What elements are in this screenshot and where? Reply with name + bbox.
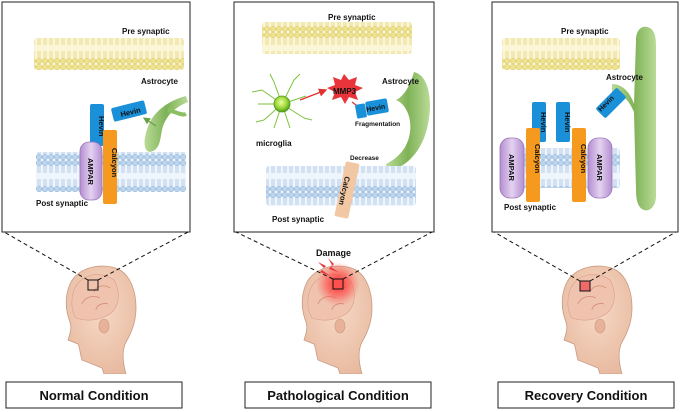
- calcyon-decreased: [334, 161, 360, 219]
- damage-label: Damage: [316, 248, 351, 258]
- condition-label-normal: Normal Condition: [5, 381, 183, 409]
- fragmentation-label: Fragmentation: [355, 121, 400, 128]
- zoom-line-left: [3, 231, 89, 281]
- astrocyte: [386, 72, 430, 172]
- focus-box: [87, 279, 99, 291]
- ampar-label: AMPAR: [86, 158, 95, 186]
- condition-normal-text: Normal Condition: [39, 388, 148, 403]
- decrease-label: Decrease: [350, 155, 379, 162]
- calcyon-right: [572, 128, 586, 202]
- microglia-label: microglia: [256, 139, 292, 148]
- zoom-line-right: [589, 231, 677, 282]
- condition-label-recovery: Recovery Condition: [497, 381, 675, 409]
- pre-synaptic-membrane: [262, 22, 412, 54]
- microglia-to-mmp3-arrow: [299, 88, 328, 101]
- hevin-label: Hevin: [366, 104, 386, 114]
- focus-box: [579, 280, 591, 292]
- mmp3-burst: [327, 74, 363, 104]
- hevin-b-label: Hevin: [563, 112, 572, 133]
- condition-pathological-text: Pathological Condition: [267, 388, 409, 403]
- panel-normal: Pre synaptic Astrocyte Hevin Hevin Post …: [1, 1, 191, 233]
- focus-box: [332, 278, 344, 290]
- astrocyte: [144, 96, 188, 152]
- condition-label-pathological: Pathological Condition: [244, 381, 432, 409]
- post-synaptic-label: Post synaptic: [36, 199, 89, 208]
- pre-synaptic-membrane: [502, 38, 620, 70]
- ampar-left-label: AMPAR: [507, 154, 516, 182]
- hevin-side: [596, 88, 626, 118]
- calcyon-right-label: Calcyon: [579, 144, 588, 174]
- astrocyte-label: Astrocyte: [606, 73, 643, 82]
- ampar-right-label: AMPAR: [595, 154, 604, 182]
- head-recovery: [493, 231, 677, 374]
- pre-synaptic-label: Pre synaptic: [561, 27, 609, 36]
- hevin-b: [556, 102, 570, 142]
- hevin-top-label: Hevin: [97, 116, 106, 137]
- hevin-side: [111, 100, 147, 122]
- zoom-line-left: [493, 231, 581, 282]
- microglia-body: [273, 95, 291, 113]
- head-pathological: Damage: [235, 231, 433, 374]
- hevin-fragment: [355, 103, 367, 119]
- astrocyte: [612, 26, 656, 211]
- astrocyte-label: Astrocyte: [382, 77, 419, 86]
- calcyon-left-label: Calcyon: [533, 144, 542, 174]
- pre-synaptic-label: Pre synaptic: [328, 13, 376, 22]
- calcyon: [103, 130, 117, 204]
- ampar-left: [499, 137, 525, 199]
- condition-recovery-text: Recovery Condition: [525, 388, 648, 403]
- calcyon-label: Calcyon: [110, 148, 119, 178]
- zoom-line-right: [97, 231, 189, 281]
- head-normal: [3, 231, 189, 374]
- ampar-right: [587, 137, 613, 199]
- zoom-line-left: [235, 231, 334, 280]
- ampar: [79, 141, 103, 201]
- post-synaptic-label: Post synaptic: [504, 203, 557, 212]
- mmp3-label: MMP3: [333, 87, 357, 96]
- panel-pathological: Pre synaptic Astrocyte MMP3 microglia He…: [233, 1, 435, 233]
- zoom-line-right: [342, 231, 433, 280]
- post-synaptic-label: Post synaptic: [272, 215, 325, 224]
- pre-synaptic-membrane: [34, 38, 184, 70]
- secretion-arrow: [143, 117, 157, 127]
- lightning-icon: [318, 262, 330, 276]
- hevin-fragment-main: [365, 98, 389, 116]
- hevin-top: [90, 104, 104, 146]
- pre-synaptic-label: Pre synaptic: [122, 27, 170, 36]
- hevin-a-label: Hevin: [539, 112, 548, 133]
- panel-recovery: Pre synaptic Astrocyte Hevin Hevin Hevin…: [491, 1, 679, 233]
- lightning-icon: [328, 258, 338, 272]
- astrocyte-label: Astrocyte: [141, 77, 178, 86]
- calcyon-left: [526, 128, 540, 202]
